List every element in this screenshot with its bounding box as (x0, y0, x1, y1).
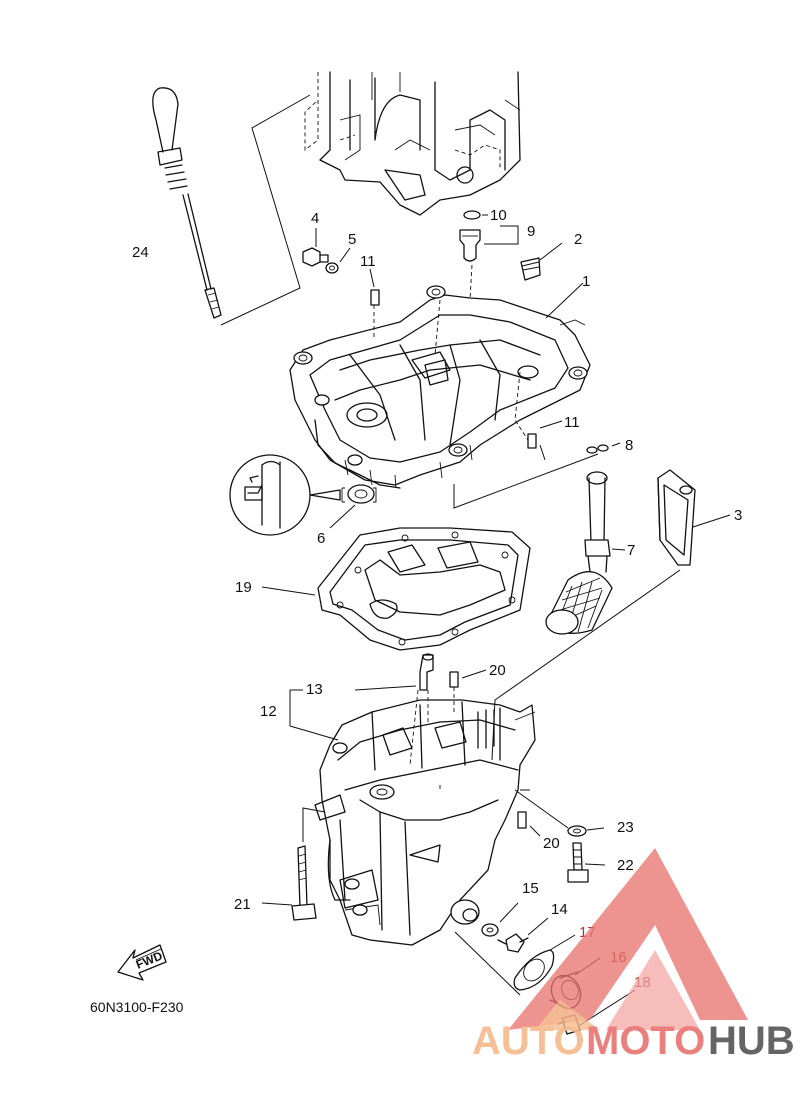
callout-11-lower: 11 (564, 414, 580, 431)
seal-detail-callout (229, 454, 341, 536)
clip-part-8 (586, 444, 609, 454)
engine-block-outline (304, 71, 521, 216)
bolt-part-22 (567, 842, 589, 883)
dowel-pin-upper (370, 289, 380, 306)
callout-24: 24 (132, 244, 149, 261)
washer-part-23 (567, 825, 587, 837)
callout-1: 1 (582, 273, 590, 290)
dowel-pin-lower (527, 433, 537, 449)
callout-14: 14 (551, 901, 568, 918)
callout-21: 21 (234, 896, 251, 913)
oil-pipe-fitting (459, 210, 481, 262)
plug-part-2 (520, 257, 541, 281)
oil-dipstick (152, 87, 222, 319)
dowel-pin-part-20-lower (517, 811, 527, 829)
bolt-part-21 (291, 845, 317, 921)
diagram-code: 60N3100-F230 (90, 999, 184, 1015)
callout-2: 2 (574, 231, 582, 248)
washer-part-5 (325, 262, 339, 274)
callout-20-upper: 20 (489, 662, 506, 679)
callout-3: 3 (734, 507, 742, 524)
watermark-text-hub: HUB (708, 1019, 795, 1063)
hose-nipple-part-13 (419, 653, 434, 691)
callout-6: 6 (317, 530, 325, 547)
gasket-part-15 (481, 923, 499, 937)
watermark-text-auto: AUTO (472, 1019, 585, 1063)
bolt-part-14 (497, 933, 529, 953)
callout-15: 15 (522, 880, 539, 897)
watermark-logo: AUTO MOTO HUB (472, 848, 795, 1063)
gasket-part-19 (317, 527, 531, 651)
callout-5: 5 (348, 231, 356, 248)
callout-22: 22 (617, 857, 634, 874)
bolt-part-4 (302, 247, 329, 267)
callout-8: 8 (625, 437, 633, 454)
callout-12: 12 (260, 703, 277, 720)
gasket-part-17 (513, 949, 555, 991)
watermark-text-moto: MOTO (586, 1019, 705, 1063)
callout-13: 13 (306, 681, 323, 698)
dowel-pin-part-20-upper (449, 671, 459, 688)
callout-11-upper: 11 (360, 253, 376, 270)
oil-seal-part-6 (341, 484, 377, 504)
plate-part-3 (657, 469, 696, 566)
callout-4: 4 (311, 210, 319, 227)
callout-20-lower: 20 (543, 835, 560, 852)
callout-19: 19 (235, 579, 252, 596)
oil-pan-part-12 (314, 689, 536, 946)
callout-9: 9 (527, 223, 535, 240)
oil-strainer-part-7 (545, 471, 613, 635)
callout-23: 23 (617, 819, 634, 836)
callout-7: 7 (627, 542, 635, 559)
callout-10: 10 (490, 207, 507, 224)
fwd-arrow-icon: FWD (117, 944, 167, 981)
upper-casing-part-1 (289, 285, 591, 489)
